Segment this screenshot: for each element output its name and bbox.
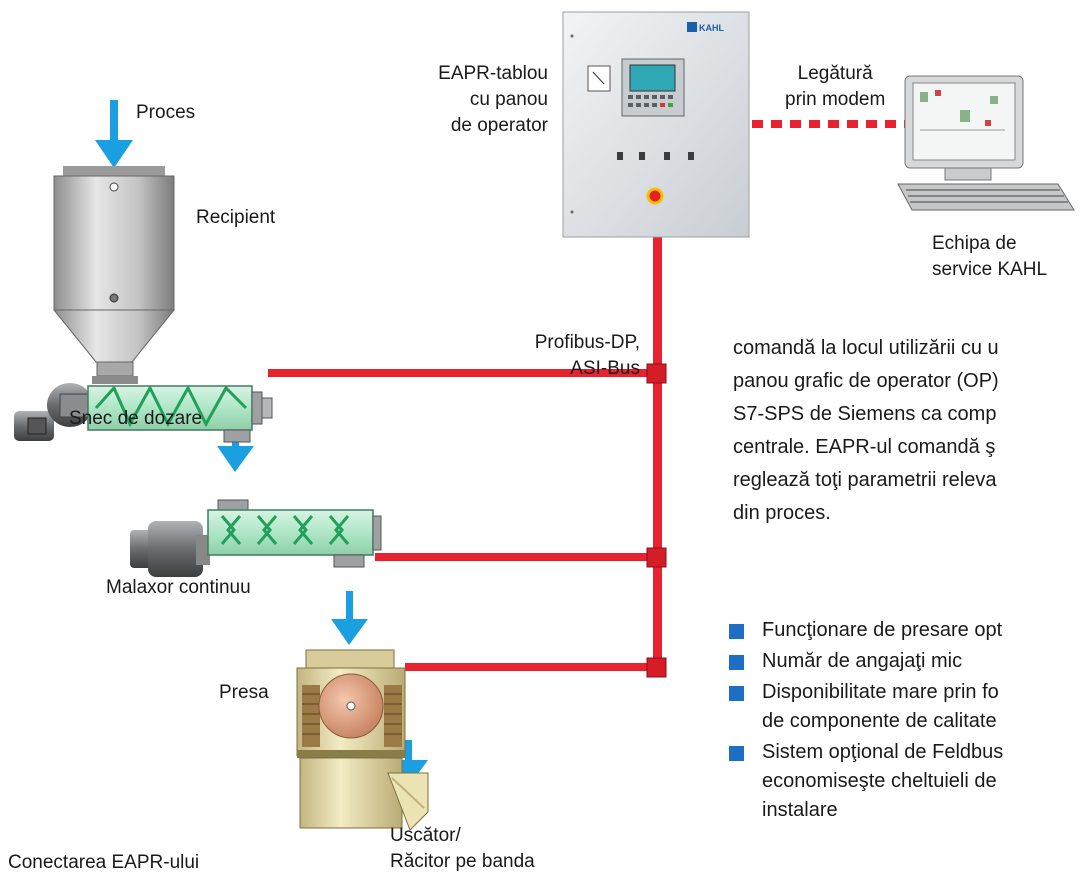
- bus-node-3: [646, 657, 667, 678]
- list-item: Funcţionare de presare opt: [717, 616, 1003, 645]
- label-legatura-modem: Legătură prin modem: [785, 61, 885, 113]
- label-uscator-line-1: Uscător/: [390, 825, 461, 846]
- continuous-mixer: [130, 499, 382, 577]
- paragraph-line: din proces.: [733, 502, 831, 524]
- label-echipa-service: Echipa de service KAHL: [932, 231, 1047, 283]
- label-uscator-line-2: Răcitor pe banda: [390, 851, 535, 872]
- label-legatura-line-2: prin modem: [785, 89, 886, 110]
- arrow-to-press: [331, 591, 368, 645]
- paragraph-line: centrale. EAPR-ul comandă ş: [733, 436, 996, 458]
- label-eapr-line-1: EAPR-tablou: [438, 63, 548, 84]
- bullet-square-icon: [729, 655, 744, 670]
- label-eapr-tablou: EAPR-tablou cu panou de operator: [438, 61, 548, 139]
- list-item-text: Disponibilitate mare prin fo: [762, 681, 999, 703]
- service-computer: [897, 75, 1075, 211]
- label-eapr-line-3: de operator: [450, 115, 548, 136]
- caption-conectarea: Conectarea EAPR-ului: [8, 852, 200, 873]
- list-item-text: Sistem opţional de Feldbus: [762, 741, 1004, 763]
- description-paragraph: comandă la locul utilizării cu u panou g…: [733, 332, 999, 530]
- bullet-square-icon: [729, 624, 744, 639]
- bullet-square-icon: [729, 686, 744, 701]
- label-uscator: Uscător/ Răcitor pe banda: [390, 823, 535, 875]
- bus-node-2: [646, 547, 667, 568]
- list-item: Sistem opţional de Feldbus economiseşte …: [717, 738, 1003, 825]
- label-legatura-line-1: Legătură: [797, 63, 873, 84]
- paragraph-line: panou grafic de operator (OP): [733, 370, 999, 392]
- paragraph-line: S7-SPS de Siemens ca comp: [733, 403, 997, 425]
- arrow-proces-in: [95, 100, 133, 168]
- profibus-bus: [268, 234, 667, 678]
- bus-line-press: [405, 663, 658, 671]
- bullet-square-icon: [729, 746, 744, 761]
- paragraph-line: comandă la locul utilizării cu u: [733, 337, 999, 359]
- bus-line-mixer: [375, 553, 658, 561]
- label-malaxor-continuu: Malaxor continuu: [106, 577, 251, 598]
- dosing-screw: [14, 383, 273, 443]
- label-profibus-line-2: ASI-Bus: [570, 358, 640, 379]
- list-item-text: instalare: [762, 799, 838, 821]
- label-recipient: Recipient: [196, 207, 276, 228]
- list-item: Număr de angajaţi mic: [717, 647, 1003, 676]
- list-item: Disponibilitate mare prin fo de componen…: [717, 678, 1003, 736]
- label-presa: Presa: [219, 682, 269, 703]
- bus-node-1: [646, 363, 667, 384]
- list-item-text: Funcţionare de presare opt: [762, 619, 1003, 641]
- list-item-text: de componente de calitate: [762, 710, 997, 732]
- label-snec-de-dozare: Snec de dozare: [69, 408, 203, 429]
- bus-vertical-line: [653, 234, 662, 668]
- feature-list: Funcţionare de presare opt Număr de anga…: [717, 616, 1003, 827]
- label-profibus-line-1: Profibus-DP,: [534, 332, 640, 353]
- pellet-press: [296, 649, 429, 831]
- paragraph-line: reglează toţi parametrii releva: [733, 469, 997, 491]
- list-item-text: Număr de angajaţi mic: [762, 650, 963, 672]
- emergency-stop: [646, 187, 664, 205]
- kahl-logo: KAHL: [699, 23, 724, 33]
- label-echipa-line-1: Echipa de: [932, 233, 1017, 254]
- eapr-control-cabinet: KAHL: [562, 11, 750, 238]
- list-item-text: economiseşte cheltuieli de: [762, 770, 997, 792]
- label-profibus: Profibus-DP, ASI-Bus: [535, 330, 640, 382]
- label-proces: Proces: [136, 102, 196, 123]
- bus-line-dosing-screw: [268, 369, 658, 377]
- label-echipa-line-2: service KAHL: [932, 259, 1048, 280]
- label-eapr-line-2: cu panou: [469, 89, 548, 110]
- silo-recipient: [52, 166, 176, 384]
